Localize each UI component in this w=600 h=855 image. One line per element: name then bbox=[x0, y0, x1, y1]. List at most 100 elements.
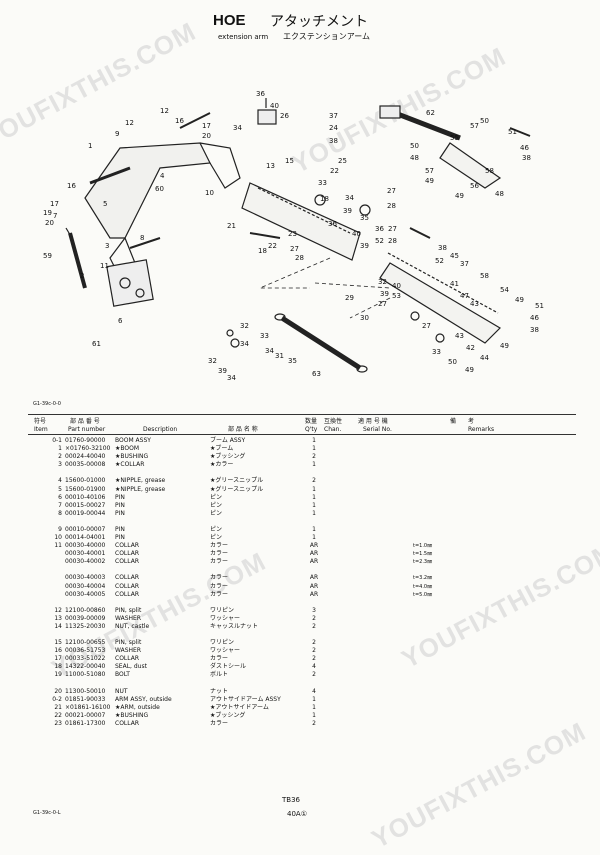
cell-name-jp: カラー bbox=[210, 550, 229, 558]
cell-name-jp: カラー bbox=[210, 574, 229, 582]
svg-text:3: 3 bbox=[105, 242, 109, 250]
svg-text:7: 7 bbox=[53, 212, 57, 220]
footer-code: G1-39c-0-L bbox=[33, 810, 61, 816]
cell-description: PIN bbox=[115, 493, 125, 501]
header-name-jp: 部 品 名 称 bbox=[228, 426, 258, 433]
cell-part-number: 14322-00040 bbox=[65, 663, 106, 671]
cell-part-number: 00030-40004 bbox=[65, 582, 106, 590]
cell-name-jp: ワッシャー bbox=[210, 614, 241, 622]
svg-text:19: 19 bbox=[43, 209, 52, 217]
cell-item-number: 14 bbox=[54, 622, 62, 630]
cell-item-number: 22 bbox=[54, 711, 62, 719]
cell-remarks: t=5.0㎜ bbox=[413, 591, 433, 598]
svg-text:20: 20 bbox=[45, 219, 54, 227]
cell-name-jp: キャッスルナット bbox=[210, 622, 259, 630]
cell-name-jp: ピン bbox=[210, 525, 223, 533]
cell-name-jp: カラー bbox=[210, 719, 229, 727]
exploded-parts-diagram: 1 12 9 12 16 17 20 34 36 40 26 13 15 37 … bbox=[43, 90, 544, 382]
cell-item-number: 11 bbox=[54, 542, 62, 550]
cell-name-jp: ダストシール bbox=[210, 663, 247, 671]
cell-item-number: 19 bbox=[54, 671, 62, 679]
cell-part-number: 00035-00008 bbox=[65, 461, 106, 469]
svg-text:43: 43 bbox=[470, 300, 479, 308]
cell-part-number: 01851-90033 bbox=[65, 695, 106, 703]
cell-description: NUT, castle bbox=[115, 622, 150, 630]
cell-part-number: 12100-00655 bbox=[65, 639, 106, 646]
svg-text:49: 49 bbox=[500, 342, 509, 350]
svg-text:27: 27 bbox=[387, 187, 396, 195]
cell-item-number: 9 bbox=[58, 525, 62, 533]
svg-text:39: 39 bbox=[360, 242, 369, 250]
cell-description: ★BUSHING bbox=[115, 453, 149, 461]
svg-text:49: 49 bbox=[455, 192, 464, 200]
cell-quantity: 4 bbox=[312, 687, 316, 695]
cell-quantity: AR bbox=[309, 582, 319, 590]
svg-text:36: 36 bbox=[375, 225, 384, 233]
cell-quantity: 1 bbox=[312, 461, 316, 469]
svg-text:54: 54 bbox=[500, 286, 509, 294]
svg-text:39: 39 bbox=[380, 290, 389, 298]
cell-quantity: AR bbox=[309, 558, 319, 566]
cell-description: COLLAR bbox=[115, 574, 140, 582]
diagram-code: G1-39c-0-0 bbox=[33, 401, 61, 407]
cell-quantity: 3 bbox=[312, 606, 316, 614]
cell-description: COLLAR bbox=[115, 582, 140, 590]
cell-remarks: t=1.0㎜ bbox=[413, 543, 433, 550]
svg-text:44: 44 bbox=[480, 354, 489, 362]
svg-text:38: 38 bbox=[522, 154, 531, 162]
cell-name-jp: ピン bbox=[210, 509, 223, 517]
svg-text:6: 6 bbox=[118, 317, 123, 325]
cell-name-jp: カラー bbox=[210, 582, 229, 590]
svg-text:32: 32 bbox=[378, 278, 387, 286]
svg-text:57: 57 bbox=[470, 122, 479, 130]
header-remarks-jp: 備 考 bbox=[450, 418, 475, 425]
page-subtitle-jp: エクステンションアーム bbox=[283, 32, 371, 41]
cell-part-number: 00039-00009 bbox=[65, 614, 106, 622]
svg-text:11: 11 bbox=[100, 262, 109, 270]
svg-text:36: 36 bbox=[256, 90, 265, 98]
cell-quantity: 4 bbox=[312, 663, 316, 671]
cell-item-number: 10 bbox=[54, 534, 62, 541]
header-part-jp: 部 品 番 号 bbox=[70, 418, 100, 425]
svg-text:27: 27 bbox=[378, 300, 387, 308]
header-serial: Serial No. bbox=[363, 426, 392, 433]
cell-description: ★BOOM bbox=[115, 445, 140, 453]
svg-text:48: 48 bbox=[410, 154, 419, 162]
cell-quantity: 2 bbox=[312, 477, 316, 485]
header-description: Description bbox=[143, 426, 178, 433]
svg-text:33: 33 bbox=[432, 348, 441, 356]
cell-name-jp: ★カラー bbox=[210, 461, 234, 469]
page-number: 40A① bbox=[287, 810, 307, 818]
svg-text:17: 17 bbox=[202, 122, 211, 130]
cell-quantity: 2 bbox=[312, 622, 316, 630]
cell-part-number: 00030-40000 bbox=[65, 542, 106, 550]
svg-text:49: 49 bbox=[515, 296, 524, 304]
cell-item-number: 17 bbox=[54, 655, 62, 663]
cell-description: SEAL, dust bbox=[115, 663, 147, 671]
svg-text:24: 24 bbox=[329, 124, 338, 132]
cell-part-number: 00021-00007 bbox=[65, 711, 106, 719]
cell-description: PIN, split bbox=[115, 639, 142, 646]
svg-text:32: 32 bbox=[240, 322, 249, 330]
svg-text:53: 53 bbox=[392, 292, 401, 300]
header-interchange-jp: 互換性 bbox=[324, 418, 343, 425]
parts-table-header: 符号 Item 部 品 番 号 Part number Description … bbox=[28, 418, 576, 440]
svg-text:56: 56 bbox=[470, 182, 479, 190]
svg-text:33: 33 bbox=[318, 179, 327, 187]
svg-text:38: 38 bbox=[530, 326, 539, 334]
svg-text:57: 57 bbox=[425, 167, 434, 175]
svg-text:34: 34 bbox=[265, 347, 274, 355]
svg-text:48: 48 bbox=[495, 190, 504, 198]
cell-name-jp: ピン bbox=[210, 501, 223, 509]
